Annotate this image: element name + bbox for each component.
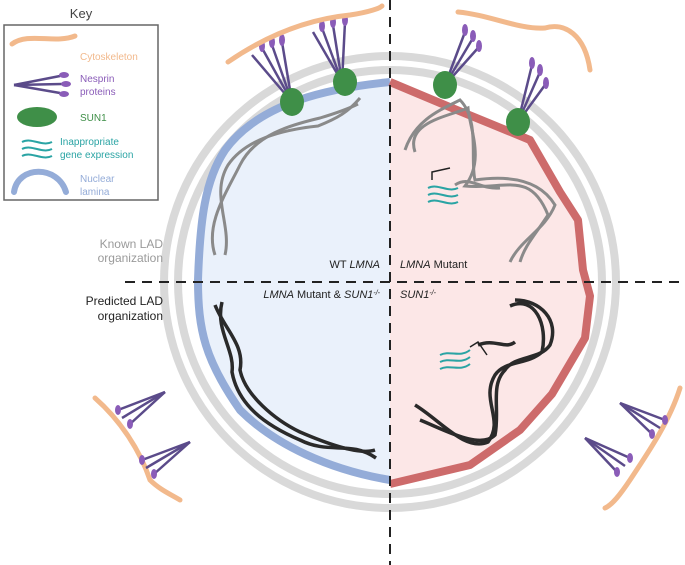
free-nesprins-bottom-left [115,390,191,479]
wt-nuclear-lamina [194,78,391,484]
nesprin-tip [649,429,655,439]
sun1-icon [17,107,57,127]
nesprin-tip [151,469,157,479]
nesprin-icon [117,390,191,475]
quadrant-label-segment: -/- [429,290,436,297]
nesprin-tip [476,40,482,52]
nesprin-tip [127,419,133,429]
chromatin-mutant-bottom [414,298,555,446]
chromatin-known [210,97,557,263]
nesprin-tip [139,455,145,465]
gene-expression-icon [427,185,459,205]
key-label-sun1: SUN1 [80,113,107,124]
key-label-nesprin-line1: Nesprin [80,74,114,85]
key-label-cytoskeleton: Cytoskeleton [80,52,138,63]
free-nesprins-bottom-right [584,401,668,477]
wt-nucleoplasm [198,82,390,480]
key-label-lamina-line1: Nuclear [80,174,115,185]
quadrant-label-lmna-mutant-sun1: LMNA Mutant & SUN1-/- [263,289,380,301]
cytoskeleton-bottom-left [92,395,183,503]
quadrant-label-segment: LMNA [263,289,294,301]
row-label-predicted-line1: Predicted LAD [86,294,164,308]
nesprin-tip [319,20,325,32]
nesprin-tip [662,415,668,425]
nesprin-tip [543,77,549,89]
nesprin-tip [627,453,633,463]
nesprin-tip [462,24,468,36]
nesprin-tip [59,72,69,78]
chromatin-mutant-top [403,98,557,263]
gene-expression-top-right [427,167,459,205]
linc-complex-wt-left [251,34,304,116]
linc-complex-mutant-left [433,24,482,99]
quadrant-label-segment: SUN1 [400,289,429,301]
nesprin-tip [115,405,121,415]
nuclear-lamina-icon [11,168,69,195]
gene-expression-icon [439,349,471,370]
cytoskeleton-top-right [455,9,593,73]
gene-arrow [469,340,488,356]
chromatin-predicted [213,298,555,460]
quadrant-label-segment: -/- [373,290,380,297]
key-label-nesprin-line2: proteins [80,87,116,98]
row-label-known: Known LAD organization [98,237,164,265]
row-label-known-line2: organization [98,251,163,265]
nesprin-tip [470,30,476,42]
row-label-predicted: Predicted LAD organization [86,294,164,323]
cytoskeleton-fibers [92,3,683,511]
sun1-icon [506,108,530,136]
key-title: Key [70,6,93,21]
sun1-icon [280,88,304,116]
quadrant-label-segment: LMNA [349,259,380,271]
cytoskeleton-top-left [225,3,385,65]
quadrant-label-lmna-mutant: LMNA Mutant [400,259,467,271]
chromatin-wt-bottom [213,301,377,460]
nesprin-icon [13,74,63,95]
linc-complex-mutant-right [506,57,549,136]
row-label-predicted-line2: organization [98,309,163,323]
sun1-icon [433,71,457,99]
key-label-gene-line2: gene expression [60,150,133,161]
sun1-icon [333,68,357,96]
chromatin-wt-top [210,97,362,256]
nesprin-tip [614,467,620,477]
nesprin-tip [279,34,285,46]
key-label-lamina-line2: lamina [80,187,110,198]
quadrant-label-segment: Mutant & [294,289,344,301]
gene-arrow [431,167,451,180]
quadrant-label-sun1: SUN1-/- [400,289,437,301]
quadrant-label-segment: WT [329,259,349,271]
key-legend: Key Cytoskeleton Nesprin proteins SUN1 I… [3,6,159,201]
cytoskeleton-bottom-right [602,385,683,511]
quadrant-label-segment: Mutant [431,259,468,271]
cytoskeleton-icon [9,33,78,47]
quadrant-label-wt: WT LMNA [329,259,380,271]
gene-expression-icon [21,139,53,159]
nesprin-tip [61,81,71,87]
nesprin-tip [537,64,543,76]
gene-expression-bottom-right [439,340,488,370]
nesprin-tip [529,57,535,69]
row-label-known-line1: Known LAD [100,237,164,251]
key-label-gene-line1: Inappropriate [60,137,119,148]
nesprin-icon [584,401,666,473]
nesprin-tip [59,91,69,97]
quadrant-label-segment: SUN1 [344,289,373,301]
quadrant-label-segment: LMNA [400,259,431,271]
